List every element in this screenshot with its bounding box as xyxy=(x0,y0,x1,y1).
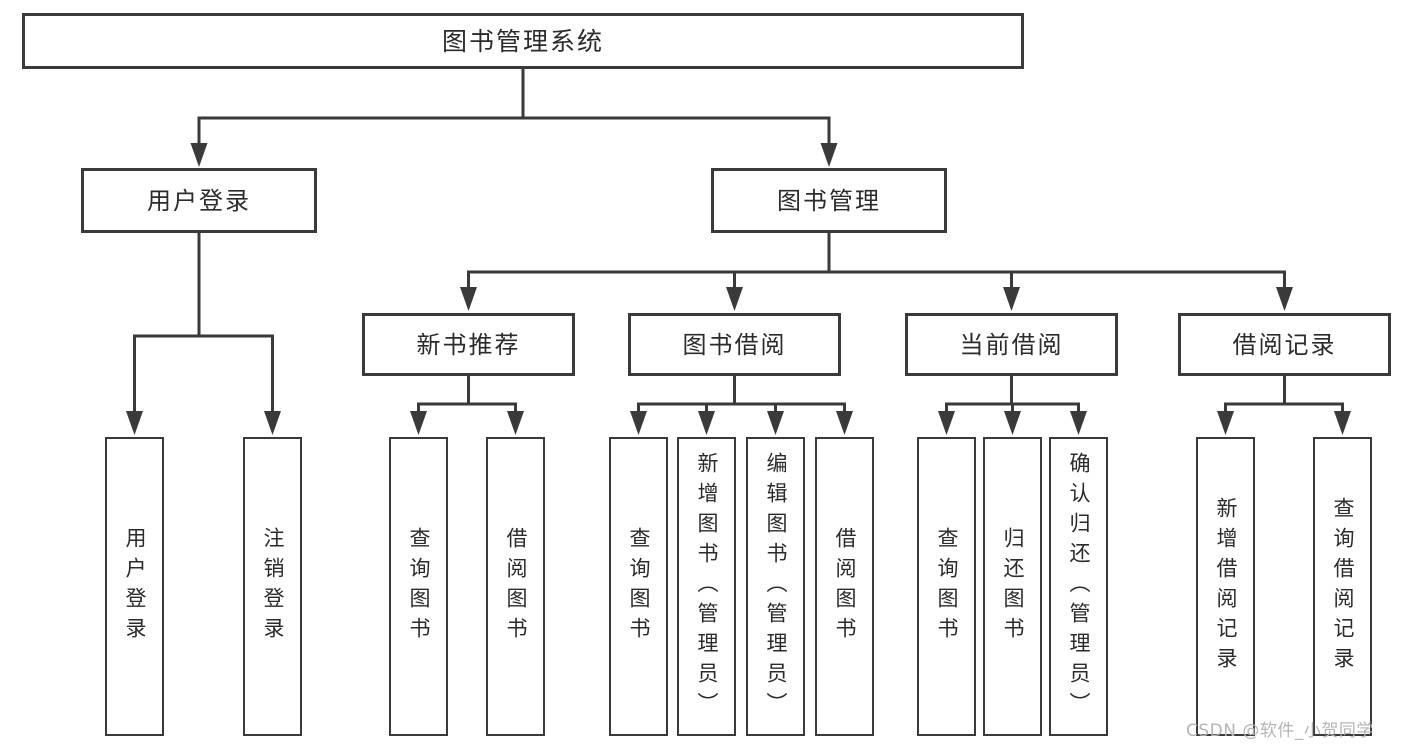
leaf-add-book-admin-label: 新增图书（管理员） xyxy=(695,451,719,722)
leaf-user-login-label: 用户登录 xyxy=(123,526,147,647)
node-book-borrowing: 图书借阅 xyxy=(628,313,841,376)
leaf-logout: 注销登录 xyxy=(243,437,302,736)
leaf-add-borrow-record: 新增借阅记录 xyxy=(1196,437,1255,736)
watermark: CSDN @软件_小贺同学 xyxy=(1186,721,1374,741)
leaf-confirm-return-admin: 确认归还（管理员） xyxy=(1049,437,1108,736)
node-book-management: 图书管理 xyxy=(711,168,947,233)
leaf-query-borrow-record: 查询借阅记录 xyxy=(1313,437,1372,736)
node-user-login-label: 用户登录 xyxy=(147,186,251,215)
node-root-label: 图书管理系统 xyxy=(441,26,604,56)
leaf-user-login: 用户登录 xyxy=(105,437,164,736)
leaf-confirm-return-admin-label: 确认归还（管理员） xyxy=(1067,451,1091,722)
leaf-logout-label: 注销登录 xyxy=(261,526,285,647)
leaf-return-books: 归还图书 xyxy=(983,437,1042,736)
leaf-borrow-books-label: 借阅图书 xyxy=(833,526,857,647)
node-borrowing-records-label: 借阅记录 xyxy=(1232,330,1337,359)
leaf-edit-book-admin: 编辑图书（管理员） xyxy=(746,437,805,736)
arrowheads xyxy=(126,143,1351,435)
node-new-book-recommend: 新书推荐 xyxy=(362,313,575,376)
node-borrowing-records: 借阅记录 xyxy=(1178,313,1391,376)
leaf-add-borrow-record-label: 新增借阅记录 xyxy=(1214,496,1238,677)
leaf-add-book-admin: 新增图书（管理员） xyxy=(677,437,736,736)
node-current-borrowing-label: 当前借阅 xyxy=(959,330,1064,359)
node-new-book-recommend-label: 新书推荐 xyxy=(416,330,521,359)
node-current-borrowing: 当前借阅 xyxy=(905,313,1118,376)
node-root-system: 图书管理系统 xyxy=(22,13,1024,69)
leaf-query-books-current: 查询图书 xyxy=(917,437,976,736)
leaf-borrow-books: 借阅图书 xyxy=(815,437,874,736)
leaf-borrow-books-recommend: 借阅图书 xyxy=(486,437,545,736)
node-user-login: 用户登录 xyxy=(81,168,317,233)
leaf-query-books-borrowing: 查询图书 xyxy=(609,437,668,736)
leaf-query-books-recommend: 查询图书 xyxy=(389,437,448,736)
leaf-query-books-recommend-label: 查询图书 xyxy=(407,526,431,647)
node-book-borrowing-label: 图书借阅 xyxy=(682,330,787,359)
leaf-query-borrow-record-label: 查询借阅记录 xyxy=(1331,496,1355,677)
leaf-return-books-label: 归还图书 xyxy=(1001,526,1025,647)
leaf-query-books-borrowing-label: 查询图书 xyxy=(627,526,651,647)
leaf-borrow-books-recommend-label: 借阅图书 xyxy=(504,526,528,647)
leaf-edit-book-admin-label: 编辑图书（管理员） xyxy=(764,451,788,722)
leaf-query-books-current-label: 查询图书 xyxy=(935,526,959,647)
node-book-management-label: 图书管理 xyxy=(777,186,881,215)
